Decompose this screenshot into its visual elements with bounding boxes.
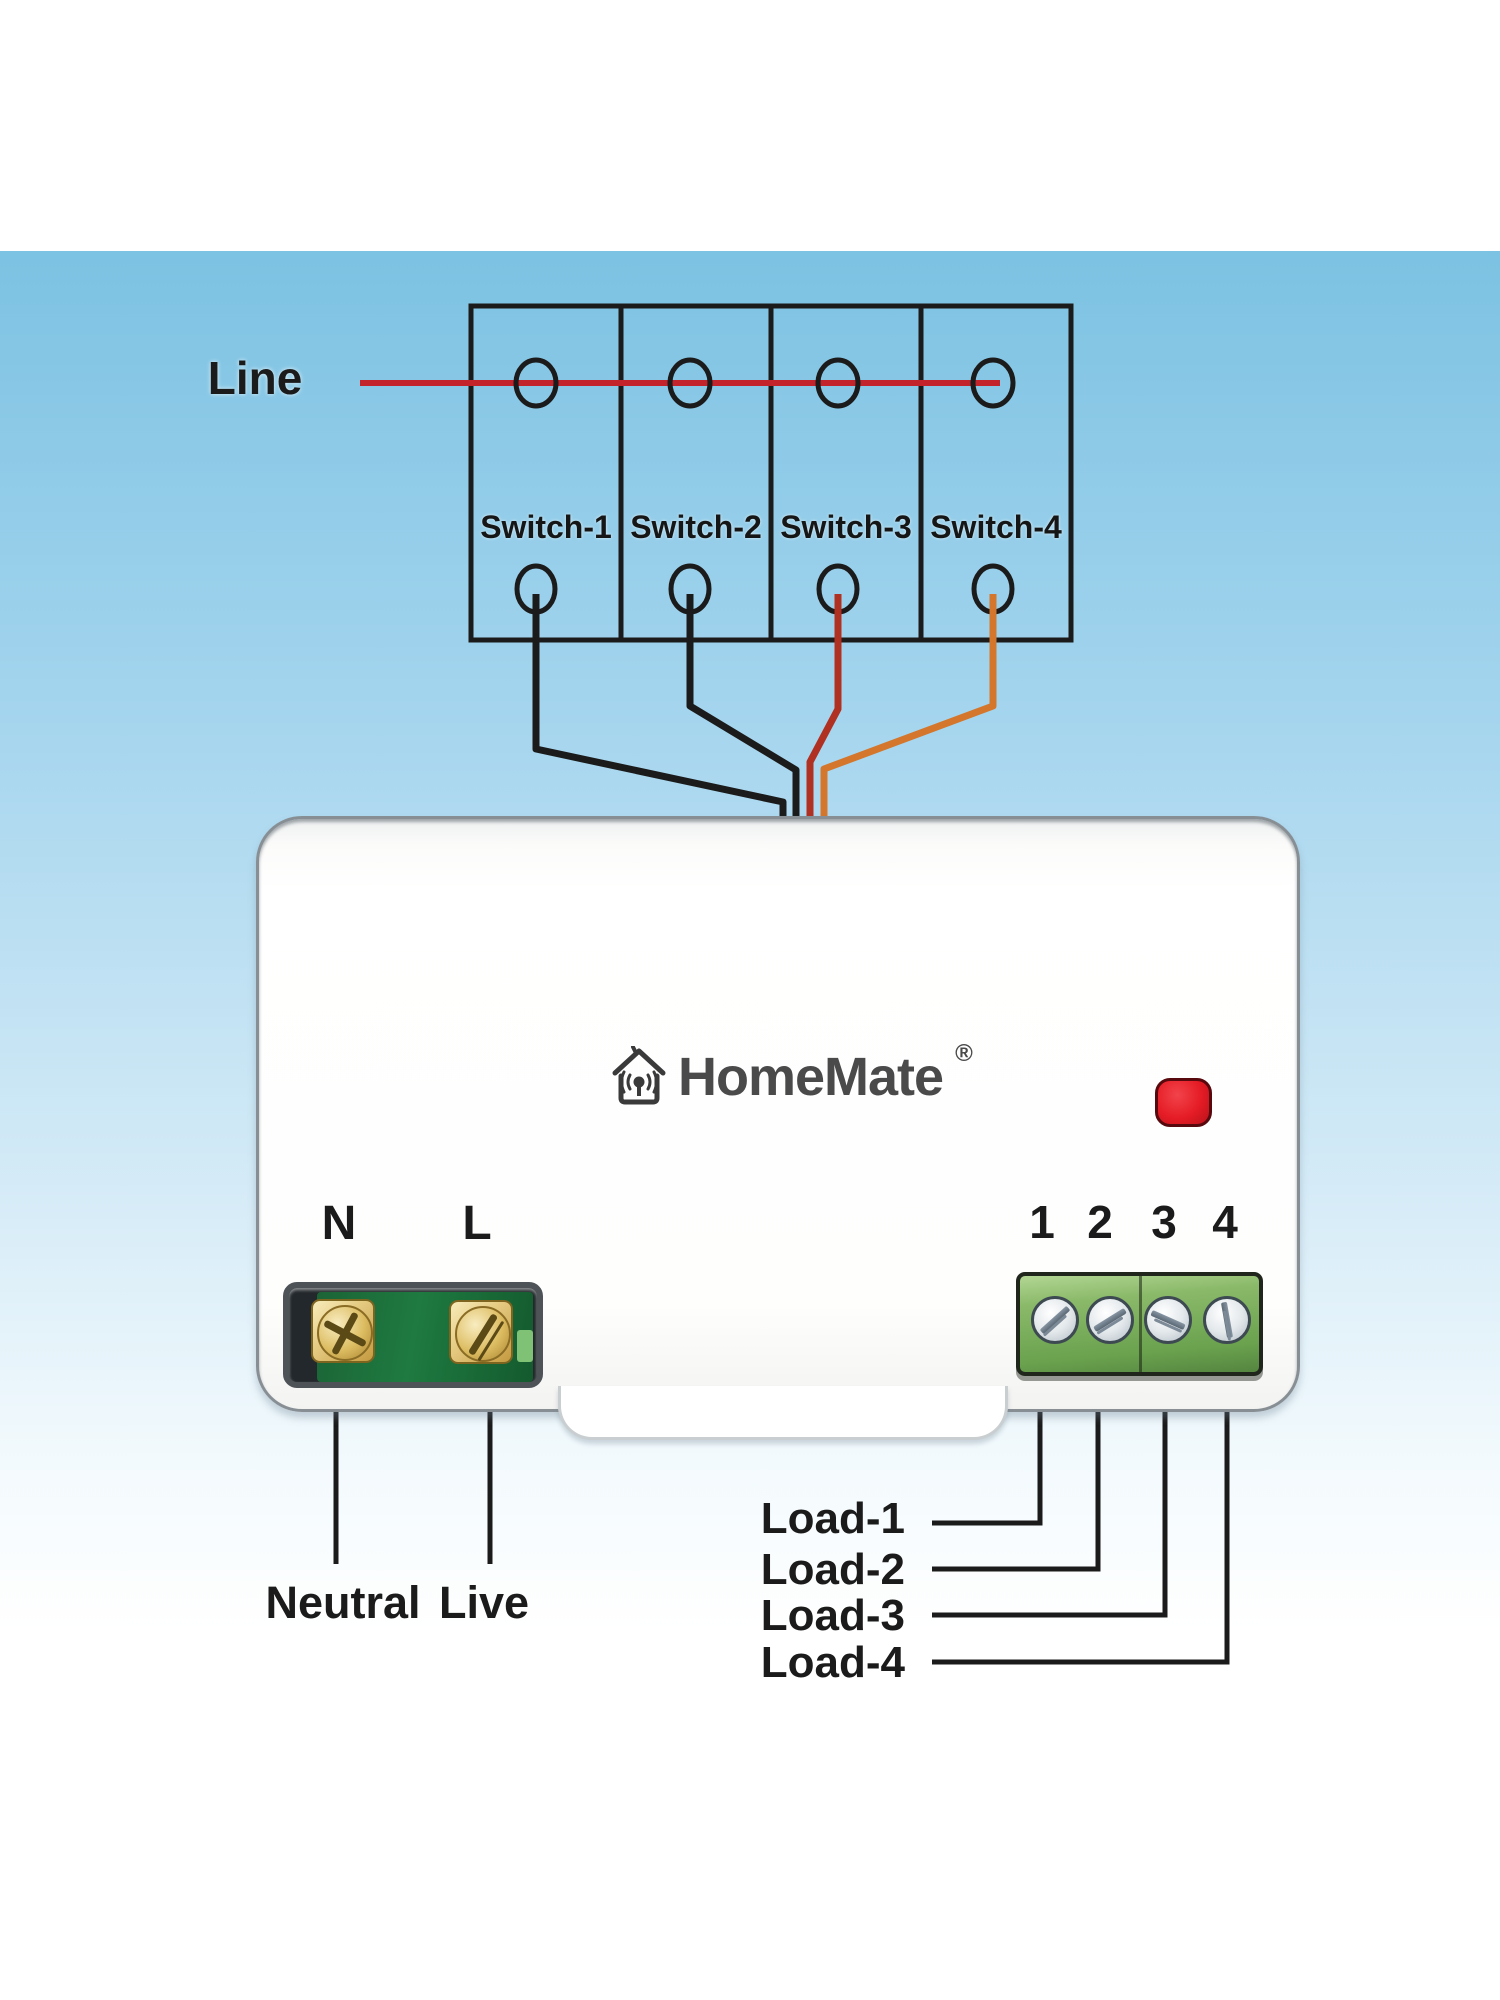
terminal-l-label: L	[462, 1197, 492, 1250]
line-label: Line	[207, 352, 303, 404]
load-1-label: Load-1	[760, 1494, 905, 1543]
terminal-block-right	[1016, 1272, 1263, 1376]
load-2-screw-icon	[1086, 1296, 1134, 1344]
registered-mark: ®	[955, 1040, 973, 1067]
live-screw-terminal	[449, 1300, 513, 1364]
device-bottom-tab	[558, 1386, 1008, 1440]
live-label: Live	[438, 1577, 530, 1628]
switch-1-top-terminal	[513, 357, 559, 409]
wire-load-2	[932, 1405, 1101, 1572]
switch-4-top-terminal	[970, 357, 1016, 409]
wire-load-3	[932, 1405, 1168, 1618]
homemate-logo: HomeMate ®	[610, 1040, 973, 1112]
switch-panel	[360, 303, 1074, 643]
load-4-screw-icon	[1203, 1296, 1251, 1344]
load-4-label: Load-4	[760, 1638, 905, 1687]
switch-4-label: Switch-4	[930, 509, 1062, 545]
terminal-n-label: N	[321, 1197, 357, 1250]
load-2-label: Load-2	[760, 1545, 905, 1594]
switch-3-label: Switch-3	[780, 509, 912, 545]
channel-1-label: 1	[1029, 1196, 1055, 1248]
load-3-screw-icon	[1144, 1296, 1192, 1344]
switch-3-top-terminal	[815, 357, 861, 409]
pcb-component	[517, 1330, 533, 1362]
live-screw-head-icon	[455, 1306, 511, 1362]
channel-4-label: 4	[1212, 1196, 1238, 1248]
neutral-screw-head-icon	[317, 1305, 373, 1361]
neutral-label: Neutral	[265, 1577, 421, 1628]
terminal-block-left	[283, 1282, 543, 1388]
house-wifi-icon	[612, 1046, 666, 1105]
switch-2-label: Switch-2	[630, 509, 762, 545]
brand-text: HomeMate	[678, 1047, 944, 1107]
load-1-screw-icon	[1031, 1296, 1079, 1344]
load-3-label: Load-3	[760, 1591, 905, 1640]
red-button	[1155, 1078, 1212, 1127]
wire-switch-3	[806, 594, 842, 830]
switch-2-top-terminal	[667, 357, 713, 409]
wire-switch-1	[532, 594, 787, 830]
channel-2-label: 2	[1087, 1196, 1113, 1248]
wire-load-4	[932, 1405, 1230, 1665]
switch-1-label: Switch-1	[480, 509, 612, 545]
wire-switch-2	[686, 594, 800, 830]
neutral-screw-terminal	[311, 1299, 375, 1363]
channel-3-label: 3	[1151, 1196, 1177, 1248]
wire-load-1	[932, 1405, 1043, 1526]
wire-switch-4	[820, 594, 997, 830]
